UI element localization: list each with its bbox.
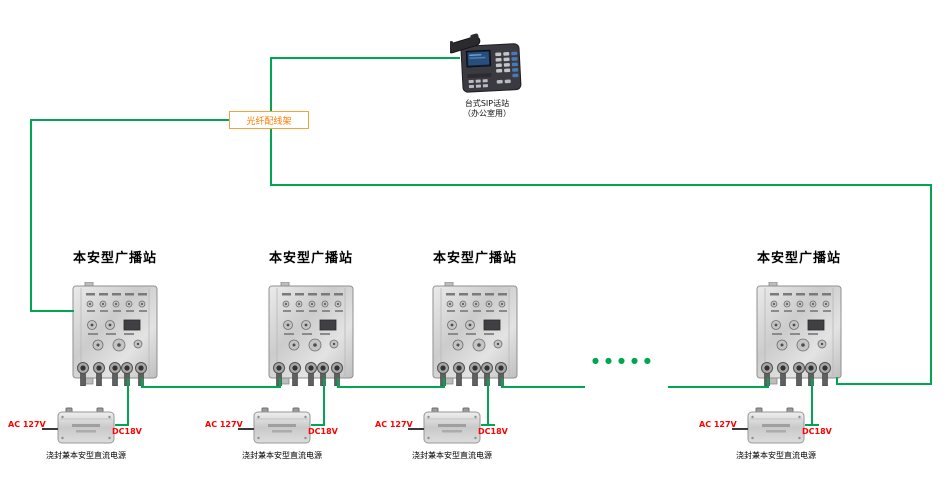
dc-output-label: DC18V: [112, 427, 142, 436]
sip-phone-icon: [445, 33, 522, 93]
dc-power-supply: [57, 407, 115, 445]
dc-output-label: DC18V: [802, 427, 832, 436]
dc-output-label: DC18V: [308, 427, 338, 436]
wire-segment: [805, 424, 819, 426]
dc-power-supply-icon: [423, 407, 481, 444]
fiber-patch-panel-label: 光纤配线架: [246, 116, 292, 127]
psu-caption: 浇封兼本安型直流电源: [412, 451, 492, 460]
wire-psu3-dc: [487, 378, 489, 426]
wire-segment: [311, 424, 325, 426]
phone-caption-line2: （办公室用）: [463, 109, 511, 118]
station-label: 本安型广播站: [432, 251, 517, 266]
wire-into-station-1: [30, 310, 74, 312]
wire-station2-to-station3: [337, 386, 445, 388]
dc-power-supply-icon: [57, 407, 115, 444]
continuation-dots: ●●●●●: [592, 356, 657, 365]
dc-power-supply-icon: [747, 407, 805, 444]
ac-input-label: AC 127V: [8, 420, 46, 429]
wire-segment: [481, 424, 495, 426]
broadcast-station-icon: [432, 281, 518, 387]
wire-psu4-dc: [811, 378, 813, 426]
bottom-connectors-icon: [437, 362, 507, 387]
wire-psu3-ac: [408, 428, 424, 430]
broadcast-station-icon: [268, 281, 354, 387]
psu-caption: 浇封兼本安型直流电源: [736, 451, 816, 460]
broadcast-station-icon: [72, 281, 158, 387]
wire-segment: [767, 378, 769, 388]
broadcast-station: [72, 281, 158, 387]
dc-power-supply: [423, 407, 481, 445]
dc-power-supply-icon: [253, 407, 311, 444]
broadcast-station: [756, 281, 842, 387]
psu-caption: 浇封兼本安型直流电源: [46, 451, 126, 460]
wire-dots-to-station4: [668, 386, 769, 388]
wire-station3-to-dots: [501, 386, 585, 388]
dc-power-supply: [747, 407, 805, 445]
wire-segment: [30, 119, 32, 312]
wire-station1-to-station2: [141, 386, 281, 388]
phone-caption-line1: 台式SIP话站: [464, 99, 510, 108]
wire-into-station-4: [836, 383, 932, 385]
station-label: 本安型广播站: [72, 251, 157, 266]
station-label: 本安型广播站: [756, 251, 841, 266]
dc-output-label: DC18V: [478, 427, 508, 436]
broadcast-station: [432, 281, 518, 387]
wire-segment: [279, 378, 281, 388]
dc-power-supply: [253, 407, 311, 445]
broadcast-station-icon: [756, 281, 842, 387]
station-label: 本安型广播站: [268, 251, 353, 266]
psu-caption: 浇封兼本安型直流电源: [242, 451, 322, 460]
ac-input-label: AC 127V: [699, 420, 737, 429]
wire-segment: [501, 378, 503, 388]
wire-psu1-dc: [127, 378, 129, 426]
wire-psu4-ac: [732, 428, 748, 430]
ac-input-label: AC 127V: [375, 420, 413, 429]
broadcast-station: [268, 281, 354, 387]
wire-segment: [270, 129, 272, 186]
wire-patch-left-branch: [30, 119, 229, 121]
wire-segment: [337, 378, 339, 388]
wire-psu2-ac: [238, 428, 254, 430]
ac-input-label: AC 127V: [205, 420, 243, 429]
wire-segment: [115, 424, 129, 426]
wire-phone-to-patch: [270, 57, 460, 59]
wire-psu1-ac: [42, 428, 58, 430]
fiber-patch-panel: 光纤配线架: [229, 111, 309, 129]
wire-segment: [141, 378, 143, 388]
wire-segment: [443, 378, 445, 388]
wire-patch-right-branch: [270, 184, 932, 186]
sip-phone-illustration: [445, 33, 526, 96]
wire-segment: [270, 57, 272, 111]
wire-psu2-dc: [323, 378, 325, 426]
wire-segment: [930, 184, 932, 385]
wire-segment: [836, 377, 838, 385]
